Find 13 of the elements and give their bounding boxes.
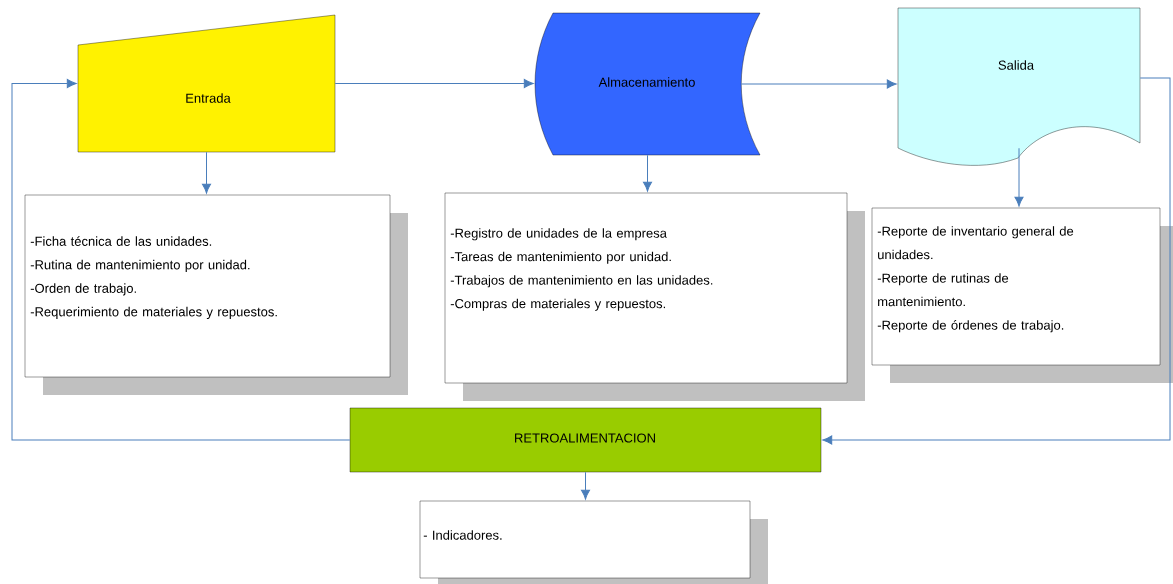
arrow — [1014, 147, 1024, 207]
arrow — [740, 79, 897, 89]
text-box: - Indicadores. — [419, 500, 768, 584]
arrow — [11, 78, 351, 441]
process-box: RETROALIMENTACION — [349, 407, 822, 473]
arrow — [822, 77, 1171, 445]
arrow — [201, 151, 212, 194]
text-box: -Ficha técnica de las unidades. -Rutina de mantenimiento por unidad. -Orden de trabajo. -Requerimiento de materiales y repuestos. — [24, 194, 408, 395]
text-box: -Registro de unidades de la empresa -Tareas de mantenimiento por unidad. -Trabajos de mantenimiento en las unidades. -Compras de materiales y repuestos. — [444, 192, 865, 401]
text-box: -Reporte de inventario general de unidades. -Reporte de rutinas de mantenimiento. -Reporte de órdenes de trabajo. — [871, 207, 1173, 383]
arrow — [642, 154, 653, 192]
arrow — [580, 471, 591, 500]
arrow — [334, 78, 534, 89]
